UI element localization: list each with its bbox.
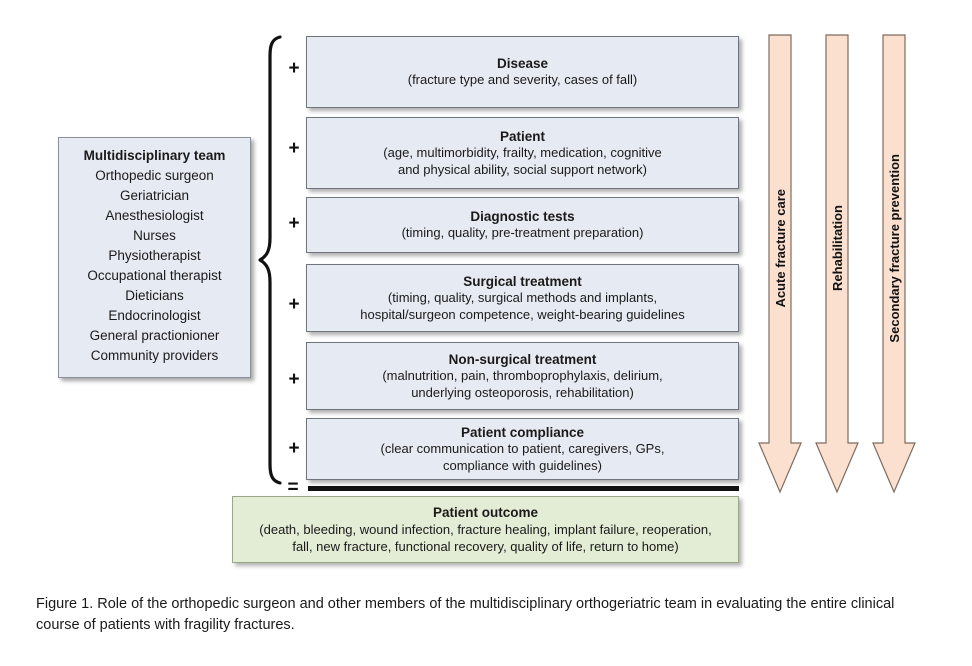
team-member: Orthopedic surgeon <box>95 168 214 183</box>
factor-detail: (clear communication to patient, caregiv… <box>380 441 665 456</box>
curly-brace <box>258 34 284 486</box>
factor-title: Surgical treatment <box>463 274 582 289</box>
team-member: Geriatrician <box>119 188 190 203</box>
factor-box-non-surgical-treatment: Non-surgical treatment (malnutrition, pa… <box>306 342 739 410</box>
down-arrow-icon <box>815 34 859 494</box>
factor-title: Non-surgical treatment <box>448 352 597 367</box>
team-member: Physiotherapist <box>108 248 201 263</box>
factor-box-patient-compliance: Patient compliance (clear communication … <box>306 418 739 480</box>
phase-arrow-rehabilitation: Rehabilitation <box>814 33 860 495</box>
down-arrow-icon <box>872 34 916 494</box>
outcome-title: Patient outcome <box>432 505 538 520</box>
outcome-detail: (death, bleeding, wound infection, fract… <box>259 522 712 537</box>
team-member: General practionioner <box>89 328 220 343</box>
figure-caption: Figure 1. Role of the orthopedic surgeon… <box>36 596 895 633</box>
factor-box-disease: Disease (fracture type and severity, cas… <box>306 36 739 108</box>
team-member: Anesthesiologist <box>105 208 204 223</box>
factor-box-surgical-treatment: Surgical treatment (timing, quality, sur… <box>306 264 739 332</box>
curly-brace-icon <box>258 35 282 485</box>
factor-detail: (malnutrition, pain, thromboprophylaxis,… <box>382 368 663 383</box>
phase-arrow-secondary-fracture-prevention: Secondary fracture prevention <box>871 33 917 495</box>
phase-arrow-acute-fracture-care: Acute fracture care <box>757 33 803 495</box>
factor-detail: and physical ability, social support net… <box>397 161 648 177</box>
multidisciplinary-team-box: Multidisciplinary team Orthopedic surgeo… <box>58 137 251 378</box>
outcome-detail: fall, new fracture, functional recovery,… <box>292 538 679 554</box>
factor-title: Disease <box>496 56 549 72</box>
plus-operator-5: + <box>288 369 300 390</box>
team-member: Occupational therapist <box>87 268 222 283</box>
factor-detail: (age, multimorbidity, frailty, medicatio… <box>383 145 662 160</box>
team-box-title: Multidisciplinary team <box>83 148 226 163</box>
equals-operator: = <box>287 477 299 498</box>
plus-operator-1: + <box>288 58 300 79</box>
team-member: Community providers <box>90 348 219 363</box>
plus-operator-2: + <box>288 138 300 159</box>
factor-box-patient: Patient (age, multimorbidity, frailty, m… <box>306 117 739 189</box>
factor-detail: hospital/surgeon competence, weight-bear… <box>360 306 685 322</box>
factor-title: Diagnostic tests <box>470 209 575 225</box>
factor-detail: compliance with guidelines) <box>443 457 602 473</box>
factor-detail: (timing, quality, pre-treatment preparat… <box>401 225 644 241</box>
factor-title: Patient compliance <box>460 425 585 440</box>
team-member: Dieticians <box>125 288 184 303</box>
factor-box-diagnostic-tests: Diagnostic tests (timing, quality, pre-t… <box>306 197 739 253</box>
plus-operator-3: + <box>288 213 300 234</box>
down-arrow-icon <box>758 34 802 494</box>
sum-rule-divider <box>308 486 739 491</box>
factor-detail: underlying osteoporosis, rehabilitation) <box>411 384 634 400</box>
patient-outcome-box: Patient outcome (death, bleeding, wound … <box>232 496 739 563</box>
team-member: Nurses <box>133 228 176 243</box>
factor-title: Patient <box>499 129 545 144</box>
plus-operator-4: + <box>288 294 300 315</box>
factor-detail: (timing, quality, surgical methods and i… <box>387 290 658 305</box>
plus-operator-6: + <box>288 438 300 459</box>
factor-detail: (fracture type and severity, cases of fa… <box>407 72 638 88</box>
team-member: Endocrinologist <box>108 308 201 323</box>
